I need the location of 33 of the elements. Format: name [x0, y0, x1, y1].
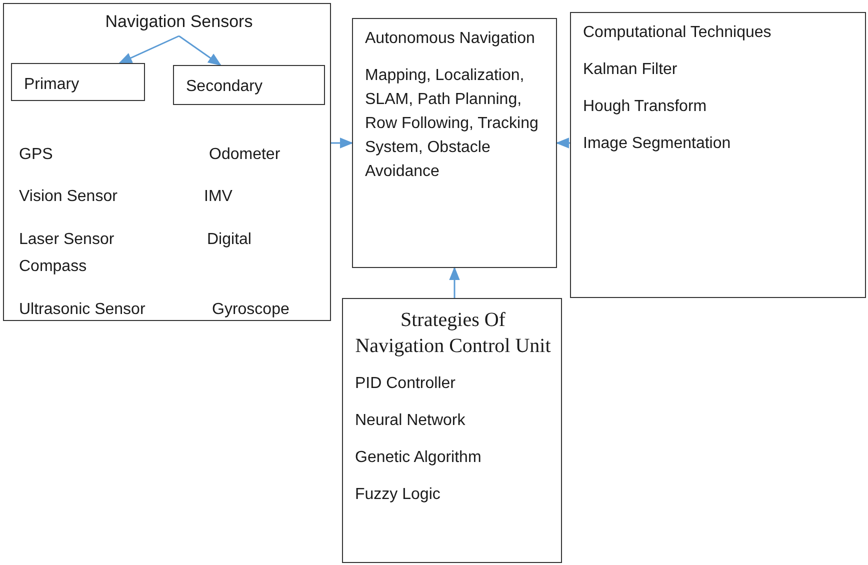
box-label: Primary [24, 75, 80, 95]
box-heading: Strategies Of Navigation Control Unit [355, 308, 551, 359]
box-text: Mapping, Localization, SLAM, Path Planning, Row Following, Tracking System, Obstacle Avoidance [365, 66, 540, 182]
box-text: Fuzzy Logic [355, 485, 442, 505]
box-heading: Computational Techniques [583, 23, 772, 43]
box-text: Image Segmentation [583, 134, 732, 154]
list-item: Odometer [209, 145, 282, 165]
text-box [570, 12, 866, 298]
text-box [342, 298, 562, 563]
process-box [11, 63, 145, 101]
group-box [3, 3, 331, 321]
arrow [331, 138, 354, 148]
list-item: GPS [19, 145, 54, 165]
box-label: Secondary [186, 77, 262, 97]
arrow [178, 35, 222, 66]
list-item: Gyroscope [212, 300, 290, 320]
box-text: PID Controller [355, 374, 456, 394]
list-item: Digital [207, 230, 252, 250]
list-item: IMV [204, 187, 234, 207]
list-item: Vision Sensor [19, 187, 118, 207]
arrow [556, 138, 570, 148]
heading-text: Navigation Sensors [102, 12, 256, 36]
box-text: Kalman Filter [583, 60, 678, 80]
box-text: Genetic Algorithm [355, 448, 482, 468]
process-box [173, 65, 325, 105]
box-heading: Autonomous Navigation [365, 29, 536, 49]
box-text: Neural Network [355, 411, 466, 431]
text-box [352, 18, 557, 268]
list-item: Laser Sensor Compass [19, 230, 116, 277]
box-text: Hough Transform [583, 97, 708, 117]
arrow [118, 35, 180, 64]
list-item: Ultrasonic Sensor [19, 300, 146, 320]
arrow [449, 266, 460, 298]
